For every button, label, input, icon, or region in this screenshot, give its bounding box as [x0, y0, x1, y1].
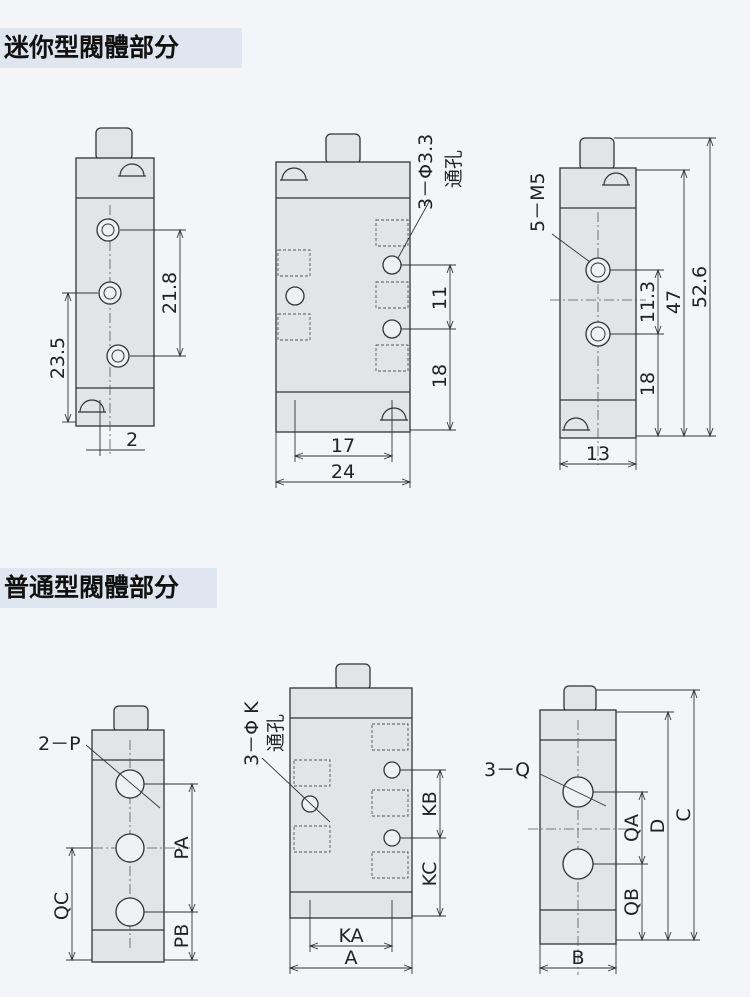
port-spec-label: 3－Q — [484, 759, 530, 781]
standard-right-view: 3－Q QA QB D C B — [484, 685, 700, 975]
actuator-button — [563, 685, 597, 713]
mini-left-view: 21.8 23.5 2 — [47, 127, 186, 456]
dim-pa-label: PA — [171, 836, 193, 859]
standard-left-view: 2－P PA PB QC — [38, 705, 198, 963]
dim-kc-label: KC — [419, 862, 441, 887]
dim-upper-label: 11 — [429, 286, 451, 310]
dim-b-label: B — [571, 947, 584, 969]
standard-middle-view: KB KC 3－Φ K 通孔 KA A — [241, 663, 446, 974]
dim-ka-label: KA — [338, 925, 363, 947]
clip-icon — [562, 417, 590, 431]
actuator-button — [113, 705, 149, 733]
through-hole — [383, 829, 401, 847]
port-hole — [585, 321, 611, 347]
dim-pb-label: PB — [171, 924, 193, 949]
dim-a-label: A — [345, 947, 358, 969]
port-hole — [115, 833, 145, 863]
mini-right-view: 5－M5 11.3 18 47 52.6 13 — [527, 136, 716, 470]
valve-body — [275, 161, 411, 433]
section-title-mini: 迷你型閥體部分 — [0, 28, 242, 68]
hole-type-label: 通孔 — [265, 714, 287, 752]
hole-type-label: 通孔 — [443, 150, 465, 188]
dim-total-label: 52.6 — [689, 266, 711, 308]
dim-qb-label: QB — [621, 888, 643, 916]
hole-spec-label: 3－Φ3.3 — [415, 134, 437, 210]
dim-d-label: D — [647, 819, 669, 834]
clip-icon — [78, 399, 106, 413]
dim-qa-label: QA — [621, 814, 643, 842]
dim-body-label: 47 — [663, 290, 685, 314]
actuator-button — [95, 127, 133, 161]
dim-inner-width-label: 17 — [331, 435, 355, 457]
clip-icon — [118, 163, 146, 177]
dim-c-label: C — [673, 808, 695, 821]
actuator-button — [325, 133, 361, 165]
dim-height-label: 23.5 — [47, 337, 69, 379]
dim-qc-label: QC — [51, 892, 73, 920]
dim-spacing-label: 21.8 — [159, 272, 181, 314]
clip-icon — [602, 172, 630, 186]
clip-icon — [280, 167, 308, 181]
port-hole — [106, 344, 130, 368]
actuator-button — [335, 663, 371, 691]
dim-kb-label: KB — [419, 791, 441, 817]
dim-port-label: 11.3 — [637, 281, 659, 323]
dim-lower-label: 18 — [429, 364, 451, 388]
dim-width-label: 24 — [331, 461, 355, 483]
dim-lower-label: 18 — [637, 372, 659, 396]
through-hole — [382, 319, 402, 339]
through-hole — [285, 286, 305, 306]
clip-icon — [380, 407, 408, 421]
hole-spec-label: 3－Φ K — [241, 701, 263, 766]
through-hole — [383, 761, 401, 779]
mini-middle-view: 11 18 3－Φ3.3 通孔 17 24 — [274, 133, 465, 488]
port-spec-label: 2－P — [38, 733, 81, 755]
through-hole — [382, 255, 402, 275]
port-spec-label: 5－M5 — [527, 172, 549, 232]
port-hole — [98, 281, 122, 305]
dim-offset-label: 2 — [126, 429, 138, 451]
port-hole — [562, 848, 594, 880]
section-title-standard: 普通型閥體部分 — [0, 568, 217, 608]
port-hole — [115, 897, 145, 927]
dim-width-label: 13 — [586, 443, 610, 465]
actuator-button — [579, 137, 615, 171]
port-hole — [96, 218, 120, 242]
